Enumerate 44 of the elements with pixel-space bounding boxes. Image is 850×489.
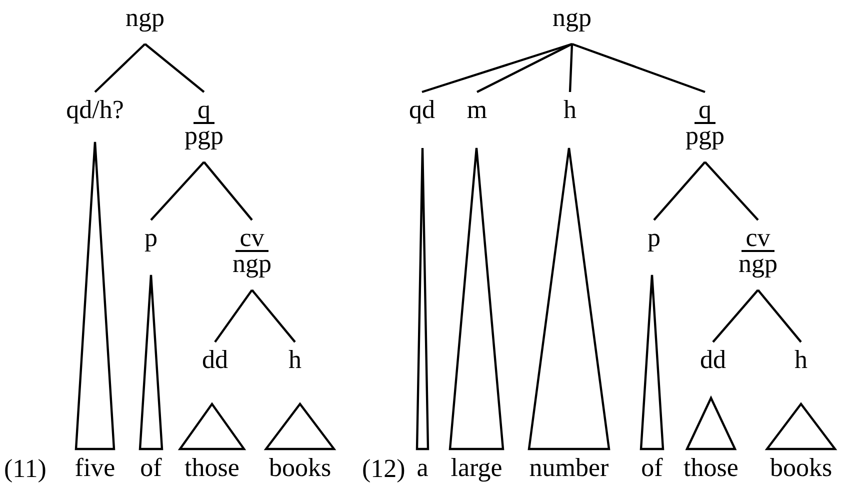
category-label: h — [794, 348, 808, 372]
category-label: pgp — [184, 124, 224, 148]
tree-branch — [94, 43, 146, 93]
category-label: h — [288, 348, 302, 372]
category-label: p — [144, 226, 158, 250]
word-text: of — [140, 455, 162, 481]
tree-branch — [214, 289, 253, 343]
category-label: qd/h? — [65, 98, 125, 122]
word-text: books — [770, 455, 832, 481]
tree-branch — [150, 161, 205, 221]
category-label: ngp — [124, 6, 166, 30]
category-label: ngp — [232, 252, 272, 276]
word-text: of — [641, 455, 663, 481]
category-label: pgp — [684, 124, 726, 148]
example-number: (12) — [362, 456, 406, 482]
category-label: ngp — [552, 6, 592, 30]
word-text: books — [268, 455, 332, 481]
word-text: large — [450, 455, 502, 481]
category-label: cv — [236, 226, 268, 252]
category-label: dd — [201, 348, 229, 372]
word-text: those — [184, 455, 240, 481]
tree-branch — [572, 42, 706, 94]
tree-branch — [476, 43, 572, 93]
category-label: m — [466, 98, 488, 122]
category-label: cv — [742, 226, 774, 252]
category-label: dd — [699, 348, 727, 372]
tree-branch — [144, 43, 205, 93]
category-label: ngp — [738, 252, 778, 276]
tree-branch — [422, 42, 572, 94]
tree-branch — [203, 161, 253, 221]
word-text: a — [416, 455, 428, 481]
category-label: qd — [408, 98, 436, 122]
tree-branch — [712, 289, 759, 343]
tree-branch — [251, 289, 296, 343]
word-text: five — [74, 455, 116, 481]
category-label: p — [646, 226, 662, 250]
category-label: h — [562, 98, 578, 122]
word-text: number — [529, 455, 609, 481]
tree-branch — [757, 289, 802, 343]
tree-branch — [653, 161, 706, 221]
example-number: (11) — [4, 456, 46, 482]
tree-branch — [704, 161, 759, 221]
word-text: those — [684, 455, 738, 481]
tree-branch — [568, 44, 574, 92]
